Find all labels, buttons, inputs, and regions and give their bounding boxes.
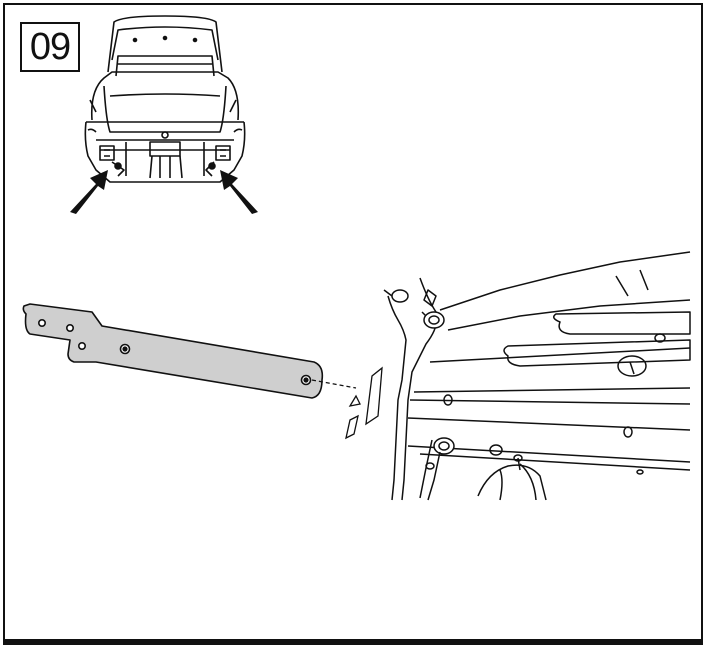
arrow-icon — [220, 170, 258, 214]
mounting-bracket — [22, 303, 324, 399]
vehicle-rear-view — [84, 15, 246, 183]
alignment-guide — [311, 366, 383, 440]
arrow-icon — [70, 170, 108, 214]
step-number: 09 — [29, 25, 71, 68]
step-number-badge: 09 — [20, 22, 80, 72]
illustration-frame — [3, 3, 703, 645]
vehicle-floor-detail — [383, 251, 691, 501]
